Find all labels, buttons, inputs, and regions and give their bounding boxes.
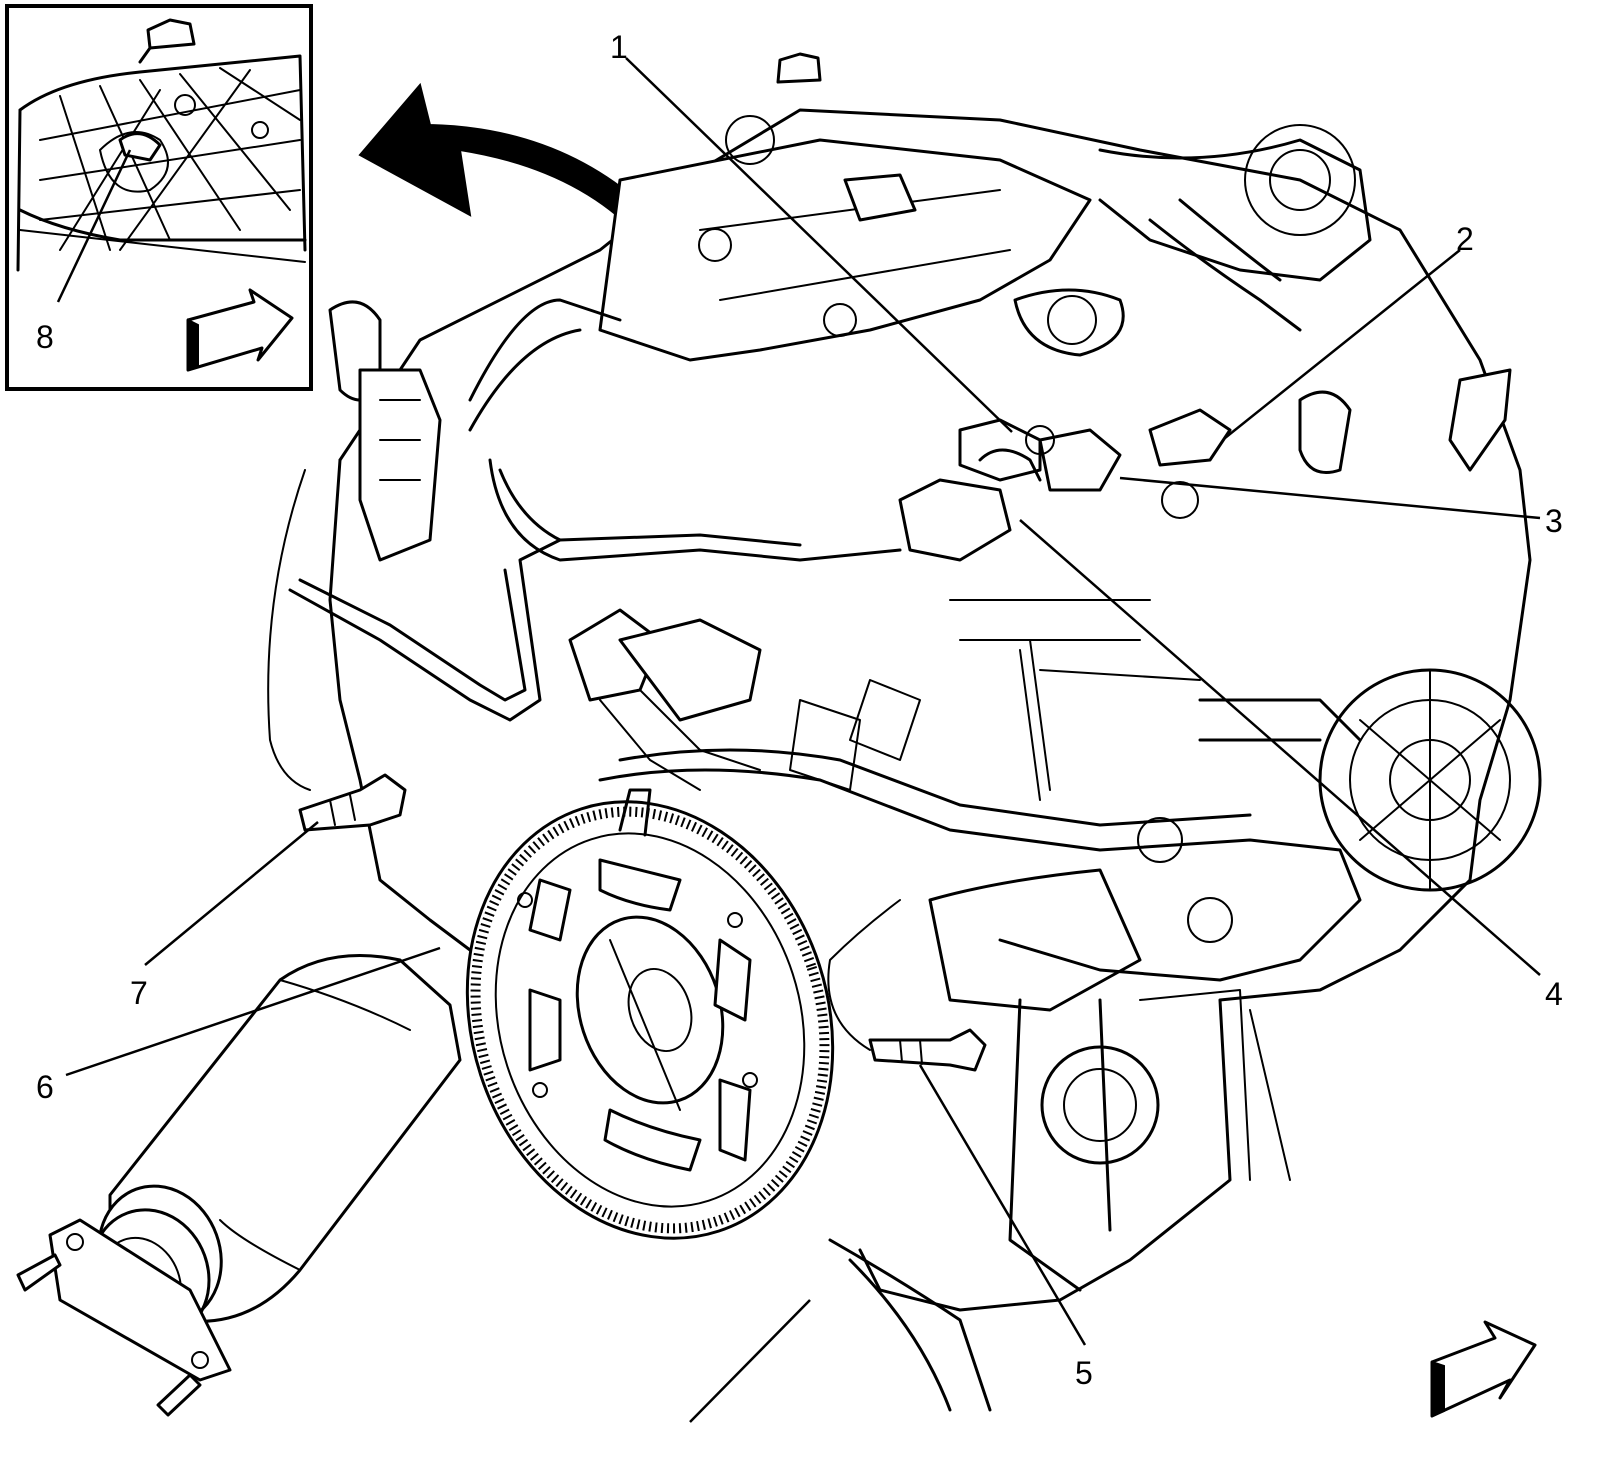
oxygen-sensor-left [298,773,407,832]
leader-7 [144,821,319,966]
callouts: 1 2 3 4 5 6 7 8 [36,29,1563,1391]
front-direction-arrow-icon [1430,1320,1537,1418]
callout-4: 4 [1545,976,1563,1012]
leader-4 [1019,519,1541,976]
leader-5 [918,1064,1087,1346]
callout-8: 8 [36,319,54,355]
leader-1 [625,57,1013,433]
oxygen-sensor-right [827,899,987,1072]
callout-7: 7 [130,975,148,1011]
leader-lines [65,57,1541,1423]
catalytic-converter [16,954,462,1417]
callout-6: 6 [36,1069,54,1105]
exhaust-pipe [828,1238,992,1412]
callout-1: 1 [610,29,628,65]
callout-2: 2 [1456,221,1474,257]
callout-5: 5 [1075,1355,1093,1391]
front-direction-arrow-icon [186,288,294,372]
leader-2 [1224,249,1461,439]
callout-3: 3 [1545,503,1563,539]
inset-detail-view [5,4,313,391]
flywheel [465,788,835,1240]
leader-6 [65,946,441,1077]
leader-unlabeled [689,1299,811,1423]
leader-3 [1119,476,1541,520]
engine-assembly [267,52,1542,1312]
